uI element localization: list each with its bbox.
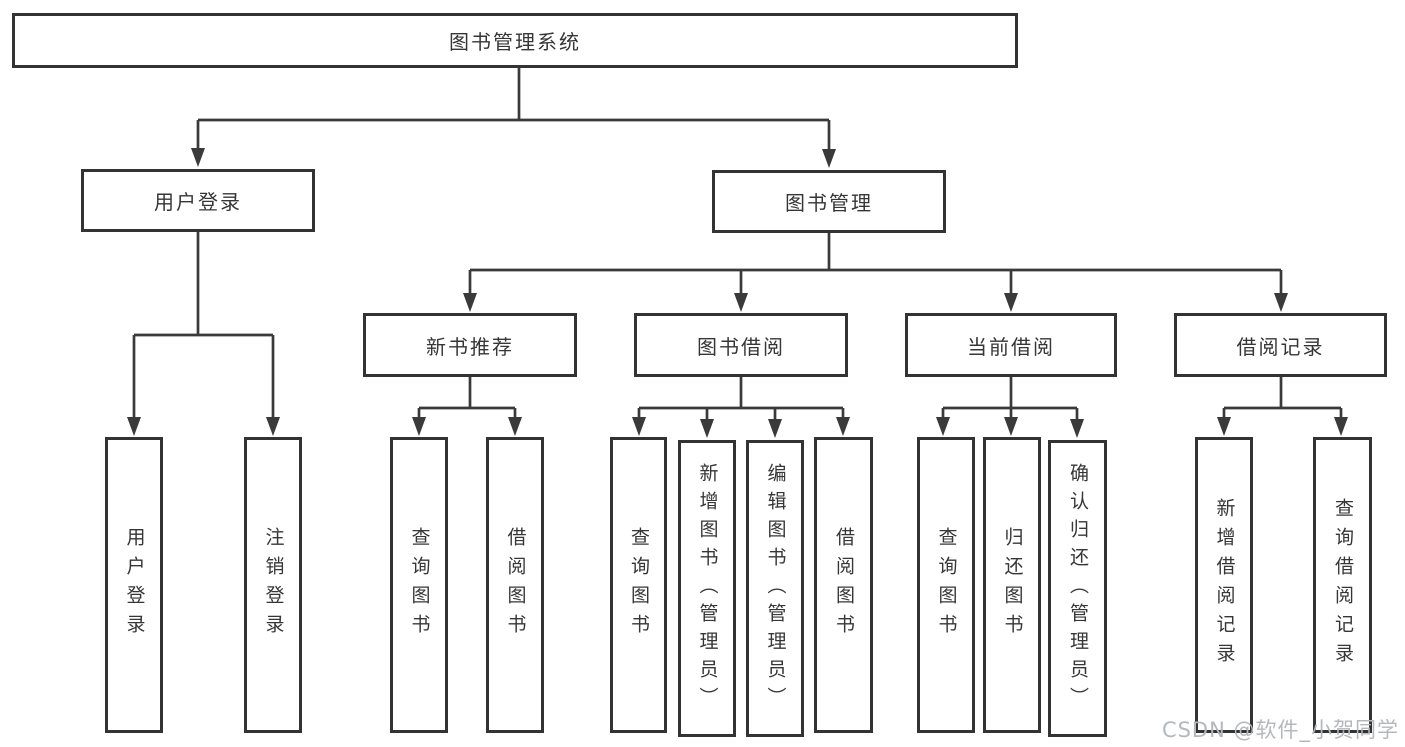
leaf-edit-books-admin: 编辑图书（管理员） <box>746 440 804 737</box>
node-library-management-system: 图书管理系统 <box>12 13 1018 68</box>
node-label: 借阅记录 <box>1236 334 1325 359</box>
leaf-query-books-borrow: 查询图书 <box>610 437 667 733</box>
arrowhead-icon <box>266 417 280 436</box>
arrowhead-icon <box>463 293 477 312</box>
node-book-management: 图书管理 <box>712 170 946 233</box>
node-label: 用户登录 <box>123 527 146 643</box>
leaf-user-login: 用户登录 <box>105 437 163 733</box>
leaf-logout: 注销登录 <box>244 437 302 733</box>
node-label: 用户登录 <box>154 190 242 214</box>
arrowhead-icon <box>1217 417 1231 436</box>
arrowhead-icon <box>768 419 782 438</box>
arrowhead-icon <box>508 417 522 436</box>
node-user-login: 用户登录 <box>81 169 315 232</box>
node-borrowing-records: 借阅记录 <box>1174 313 1387 377</box>
node-label: 查询图书 <box>408 527 431 643</box>
node-current-borrowing: 当前借阅 <box>905 313 1117 377</box>
node-label: 归还图书 <box>1001 527 1024 643</box>
node-label: 新书推荐 <box>426 334 514 359</box>
leaf-query-borrow-record: 查询借阅记录 <box>1313 437 1372 733</box>
edge-user-login-children <box>132 232 275 421</box>
node-label: 借阅图书 <box>504 527 527 643</box>
node-label: 查询图书 <box>935 527 958 643</box>
node-label: 查询图书 <box>628 527 650 643</box>
node-new-book-recommendation: 新书推荐 <box>363 313 577 377</box>
node-label: 新增借阅记录 <box>1213 498 1236 672</box>
arrowhead-icon <box>1334 417 1348 436</box>
leaf-add-books-admin: 新增图书（管理员） <box>678 440 736 737</box>
node-label: 借阅图书 <box>833 527 855 643</box>
arrowhead-icon <box>836 417 850 436</box>
edge-borrow-records-children <box>1222 377 1343 421</box>
node-label: 编辑图书（管理员） <box>764 462 787 715</box>
leaf-add-borrow-record: 新增借阅记录 <box>1195 437 1253 733</box>
arrowhead-icon <box>822 149 836 168</box>
arrowhead-icon <box>1274 293 1288 312</box>
node-label: 当前借阅 <box>967 334 1055 359</box>
edge-current-borrow-children <box>941 377 1079 423</box>
arrowhead-icon <box>734 293 748 312</box>
edge-root-to-level1 <box>196 68 831 153</box>
node-label: 查询借阅记录 <box>1332 498 1354 672</box>
edge-new-book-rec-children <box>417 377 517 421</box>
arrowhead-icon <box>127 417 141 436</box>
arrowhead-icon <box>1004 293 1018 312</box>
arrowhead-icon <box>191 148 205 167</box>
csdn-watermark: CSDN @软件_小贺同学 <box>1161 718 1399 742</box>
arrowhead-icon <box>1004 417 1018 436</box>
arrowhead-icon <box>936 417 950 436</box>
leaf-query-books-rec: 查询图书 <box>390 437 448 733</box>
leaf-confirm-return-admin: 确认归还（管理员） <box>1048 440 1107 737</box>
node-label: 图书管理系统 <box>449 30 581 54</box>
leaf-borrow-books-rec: 借阅图书 <box>486 437 544 733</box>
node-label: 图书管理 <box>785 191 873 215</box>
node-label: 确认归还（管理员） <box>1067 462 1089 715</box>
node-label: 新增图书（管理员） <box>696 462 719 715</box>
node-book-borrowing: 图书借阅 <box>634 313 848 377</box>
edge-book-mgmt-children <box>468 233 1283 297</box>
edge-book-borrow-children <box>637 377 845 423</box>
node-label: 图书借阅 <box>697 334 785 359</box>
leaf-return-books: 归还图书 <box>983 437 1041 733</box>
leaf-borrow-books: 借阅图书 <box>814 437 873 733</box>
arrowhead-icon <box>1070 419 1084 438</box>
arrowhead-icon <box>632 417 646 436</box>
arrowhead-icon <box>700 419 714 438</box>
arrowhead-icon <box>412 417 426 436</box>
node-label: 注销登录 <box>262 527 285 643</box>
arrowheads <box>127 148 1348 438</box>
leaf-query-books-current: 查询图书 <box>917 437 975 733</box>
